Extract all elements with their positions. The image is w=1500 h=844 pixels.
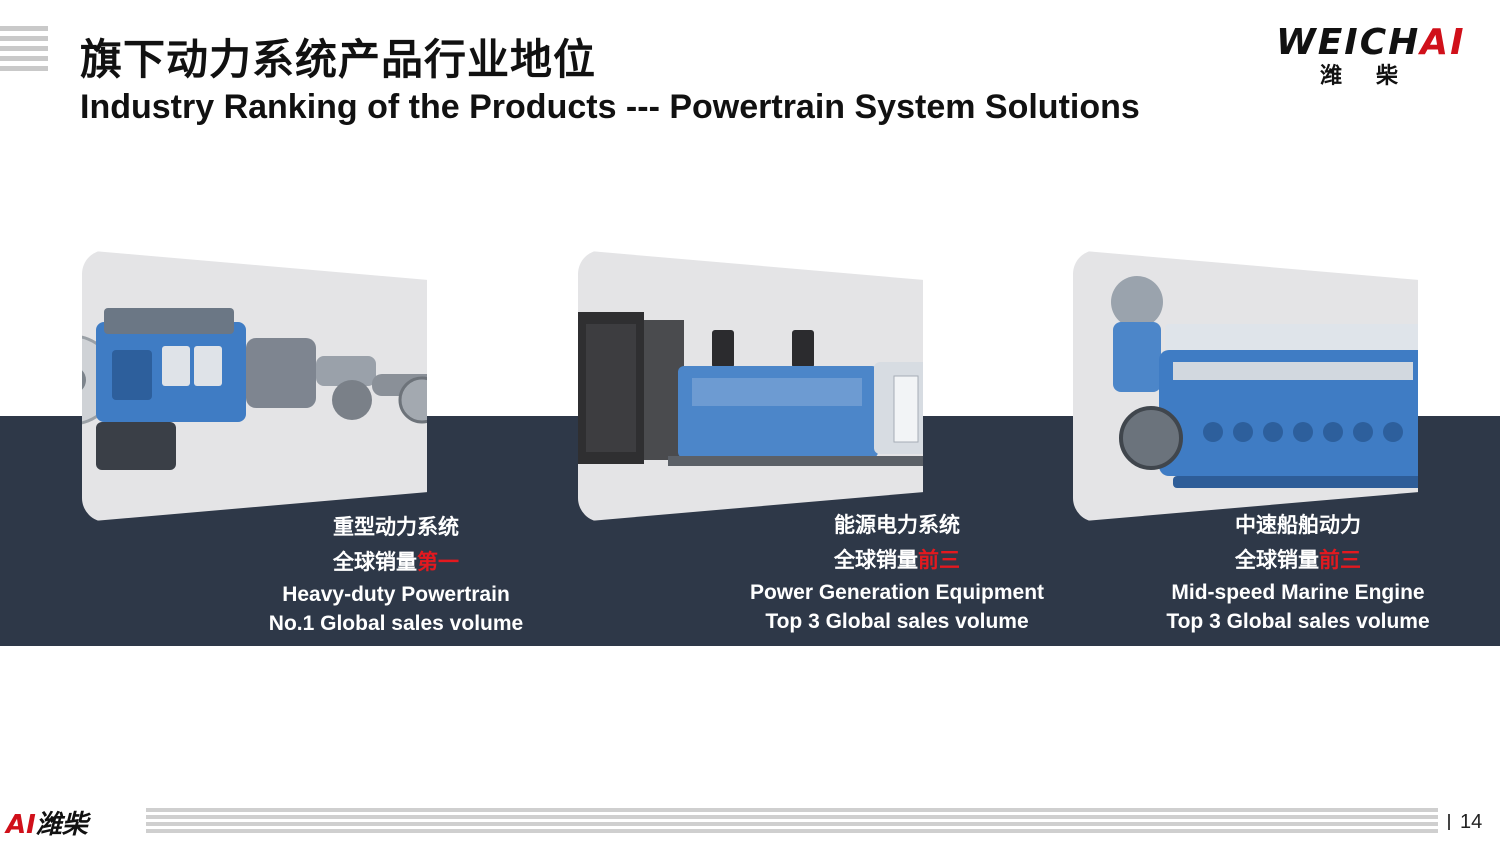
marine-engine-caption: 中速船舶动力 全球销量前三 Mid-speed Marine Engine To…: [1118, 508, 1478, 636]
product-rank-cn: 全球销量前三: [1118, 542, 1478, 578]
generator-set-image: [578, 312, 923, 466]
heavy-duty-powertrain-image: [82, 308, 427, 470]
footer-stripes-decoration: [146, 808, 1438, 836]
product-rank-cn: 全球销量第一: [216, 544, 576, 580]
footer-logo-accent: AI: [6, 810, 36, 840]
page-title-en: Industry Ranking of the Products --- Pow…: [80, 88, 1140, 126]
logo-wordmark: WEICHAI: [1276, 22, 1466, 63]
product-rank-en: Top 3 Global sales volume: [765, 610, 1029, 633]
rank-prefix: 全球销量: [1235, 548, 1319, 572]
rank-prefix: 全球销量: [834, 548, 918, 572]
heavy-duty-powertrain-caption: 重型动力系统 全球销量第一 Heavy-duty Powertrain No.1…: [216, 510, 576, 638]
generator-set-caption: 能源电力系统 全球销量前三 Power Generation Equipment…: [717, 508, 1077, 636]
rank-highlight: 第一: [417, 550, 459, 574]
page-number-separator: [1448, 814, 1450, 830]
footer-logo: AI潍柴: [6, 804, 88, 841]
product-rank-cn: 全球销量前三: [717, 542, 1077, 578]
logo-word-accent: AI: [1420, 22, 1466, 63]
rank-highlight: 前三: [1319, 548, 1361, 572]
product-name-en: Power Generation Equipment: [749, 581, 1045, 604]
weichai-logo: WEICHAI 潍柴: [1276, 22, 1476, 89]
product-name-cn: 能源电力系统: [834, 513, 960, 537]
product-name-cn: 中速船舶动力: [1235, 513, 1361, 537]
page-title-cn: 旗下动力系统产品行业地位: [80, 35, 597, 84]
heavy-duty-powertrain-card: [82, 250, 427, 522]
product-rank-en: Top 3 Global sales volume: [1166, 610, 1430, 633]
footer-logo-cn: 潍柴: [35, 810, 88, 840]
product-name-en: Mid-speed Marine Engine: [1171, 581, 1425, 604]
page-number: 14: [1460, 811, 1483, 833]
marine-engine-image: [1111, 276, 1418, 488]
header-stripes-decoration: [0, 26, 48, 74]
marine-engine-card: [1073, 250, 1418, 522]
rank-prefix: 全球销量: [333, 550, 417, 574]
logo-cn-text: 潍柴: [1320, 64, 1433, 89]
product-name-cn: 重型动力系统: [333, 515, 459, 539]
generator-set-card: [578, 250, 923, 522]
logo-word-main: WEICH: [1276, 22, 1421, 63]
product-rank-en: No.1 Global sales volume: [268, 612, 524, 635]
rank-highlight: 前三: [918, 548, 960, 572]
product-name-en: Heavy-duty Powertrain: [282, 583, 510, 606]
